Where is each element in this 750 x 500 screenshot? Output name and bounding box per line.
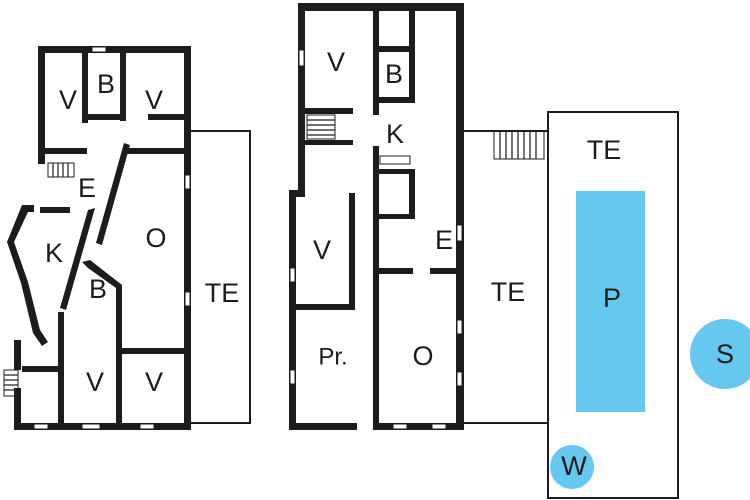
- left-terrace-outline: [189, 130, 251, 424]
- whirlpool: [550, 445, 594, 489]
- sauna-label: S: [716, 339, 734, 369]
- room-label-o: O: [145, 223, 166, 253]
- middle-building: V B K V E Pr. O TE: [289, 3, 549, 430]
- room-label-v: V: [145, 367, 163, 397]
- pool-label: P: [603, 283, 621, 313]
- room-label-e: E: [435, 225, 453, 255]
- room-label-pr: Pr.: [318, 343, 347, 370]
- whirlpool-label: W: [561, 451, 587, 481]
- terrace-stairs: [493, 130, 545, 160]
- room-label-v: V: [313, 235, 331, 265]
- room-label-te: TE: [205, 278, 240, 308]
- pool: [576, 191, 645, 412]
- room-label-te: TE: [587, 135, 622, 165]
- kitchen-counter: [379, 155, 411, 165]
- room-label-k: K: [45, 238, 63, 268]
- room-label-b: B: [385, 59, 403, 89]
- room-label-v: V: [145, 85, 163, 115]
- pool-terrace: TE P S W: [547, 111, 750, 499]
- room-label-v: V: [86, 367, 104, 397]
- room-label-b: B: [89, 274, 107, 304]
- room-label-v: V: [59, 85, 77, 115]
- room-label-te: TE: [491, 277, 526, 307]
- left-stairs-bottom: [3, 369, 19, 397]
- left-building: V B V E K O B V V TE: [3, 46, 251, 430]
- room-label-o: O: [412, 341, 433, 371]
- room-label-v: V: [327, 47, 345, 77]
- middle-stairs: [306, 114, 336, 140]
- left-stairs-top: [47, 162, 75, 178]
- room-label-b: B: [97, 69, 115, 99]
- room-label-e: E: [78, 173, 96, 203]
- room-label-k: K: [386, 119, 404, 149]
- pool-terrace-outline: [547, 111, 679, 499]
- sauna: [690, 319, 750, 389]
